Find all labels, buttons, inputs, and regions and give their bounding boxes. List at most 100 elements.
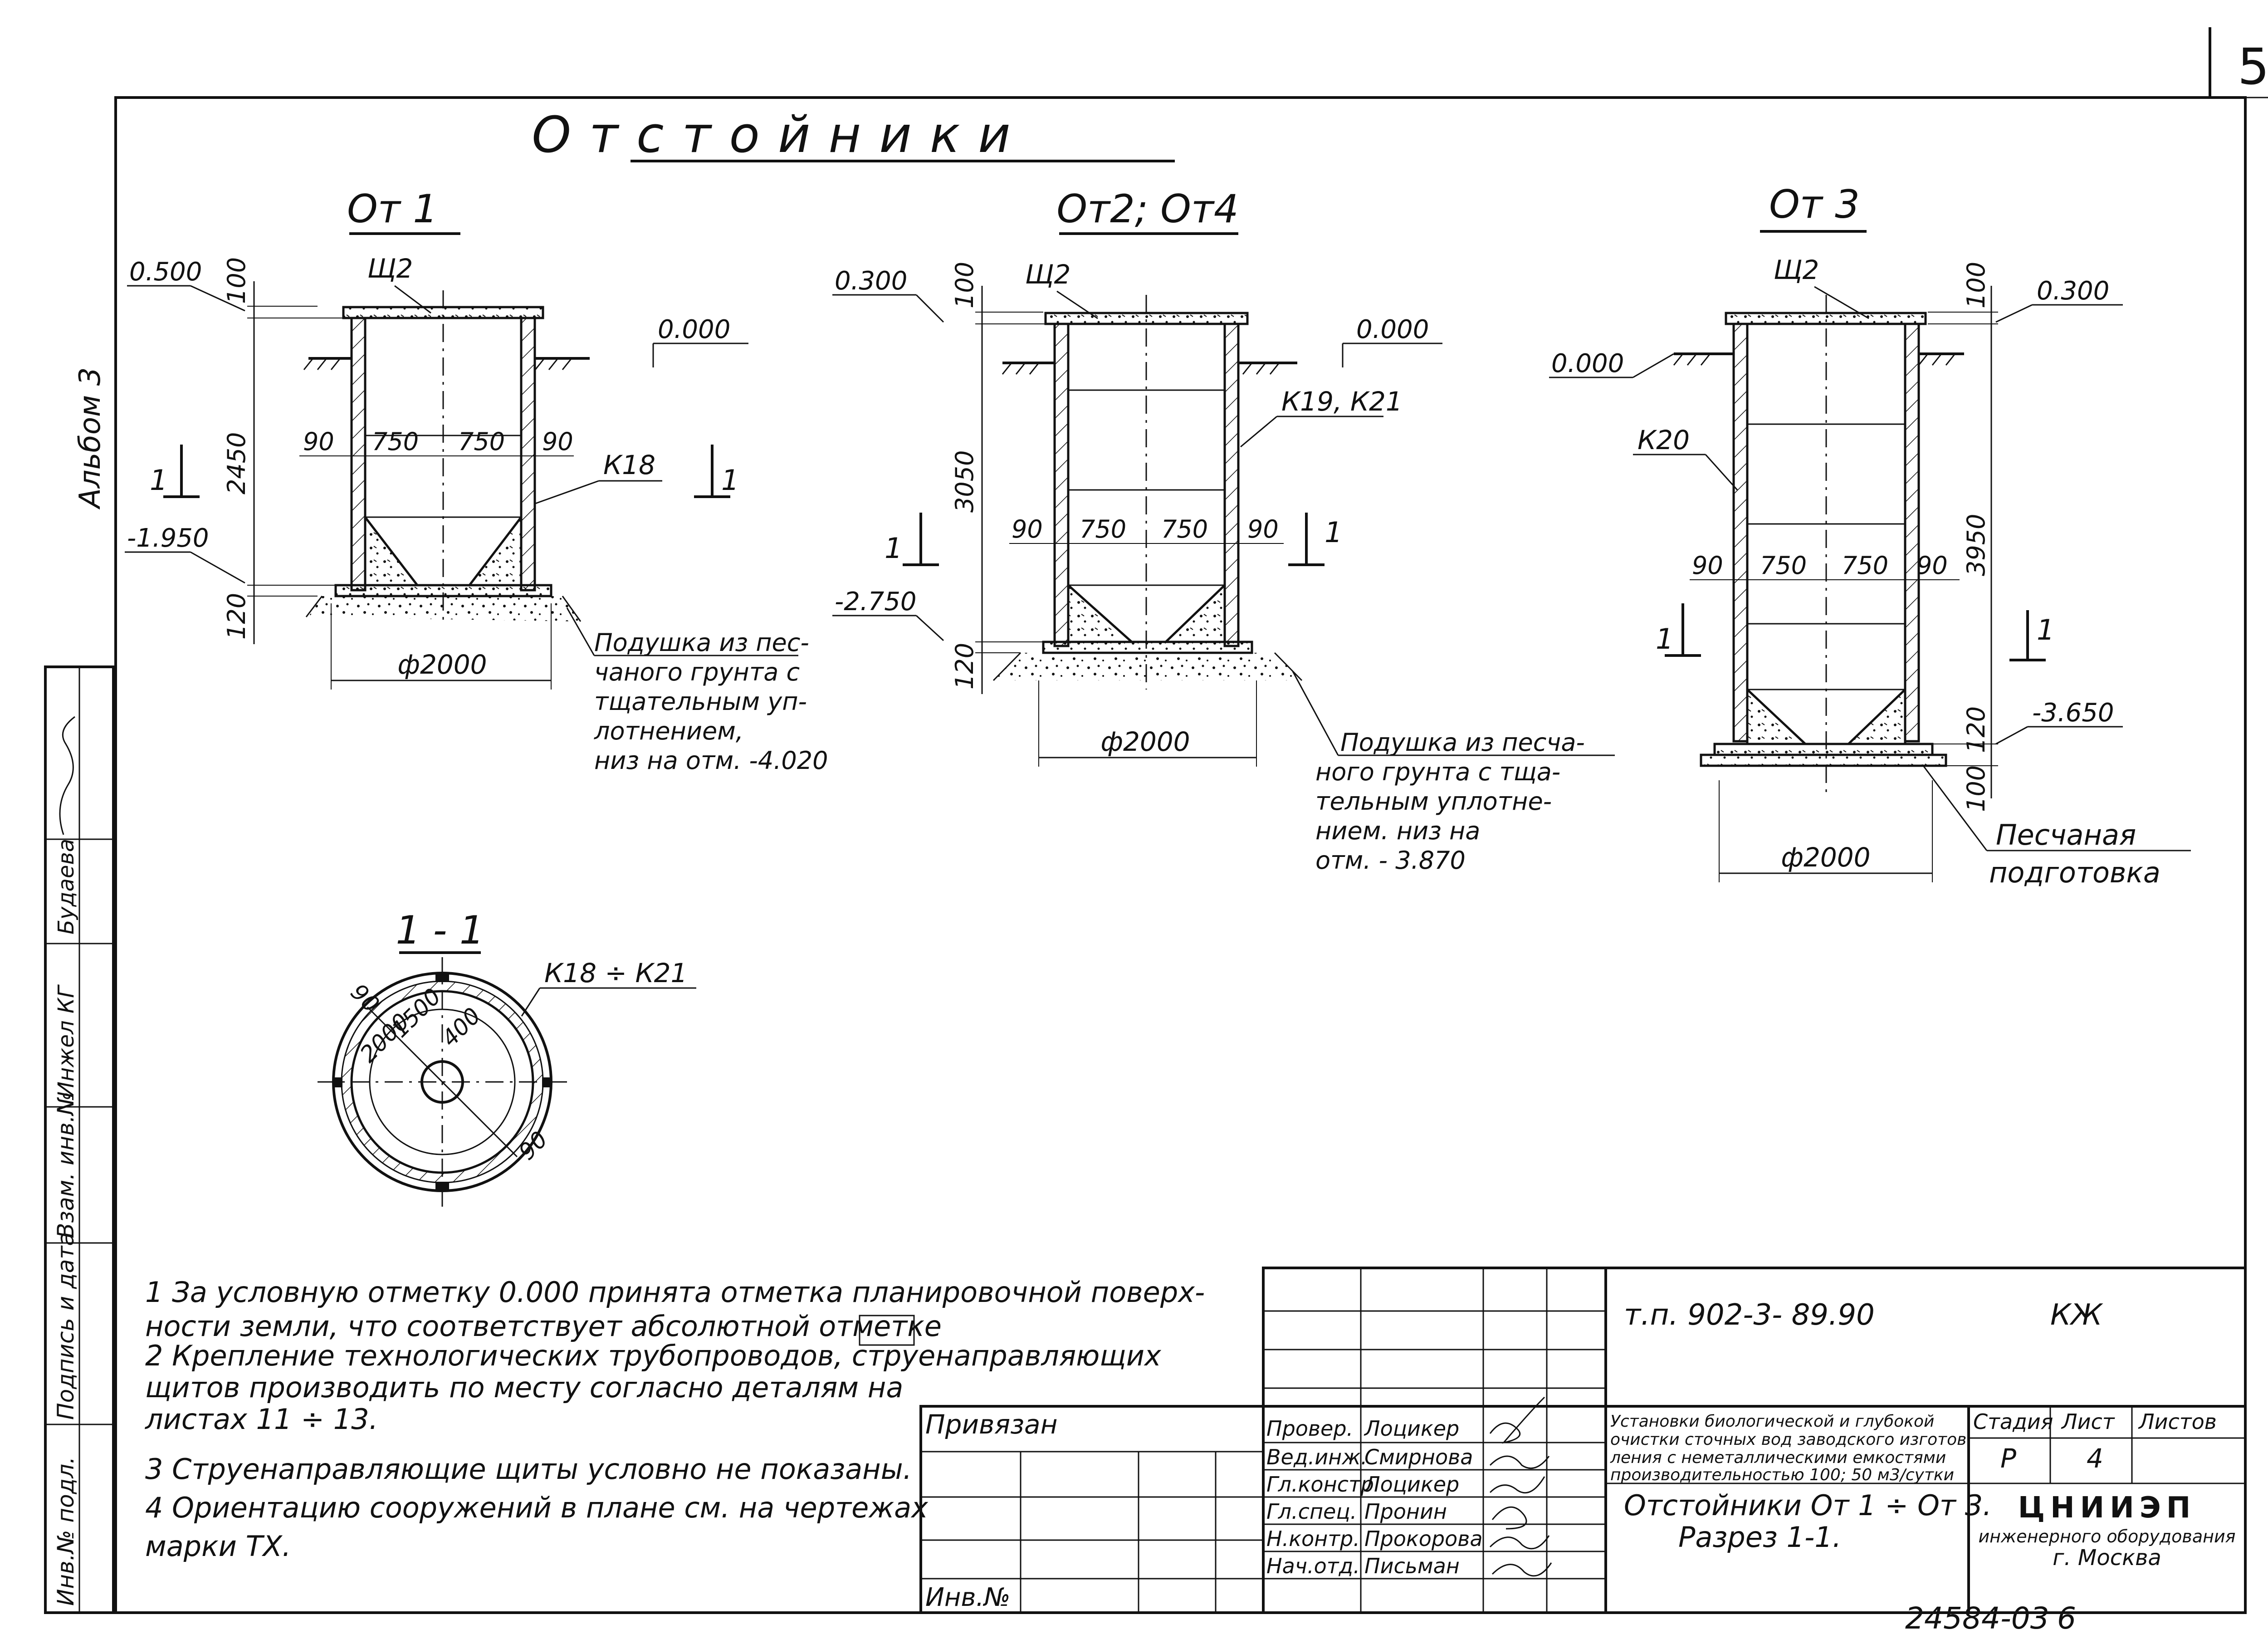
ot2-note-line-3: тельным уплотне-	[1315, 787, 1552, 816]
tb-bound-label: Привязан	[925, 1409, 1058, 1440]
ot2-ground-level: 0.000	[1356, 315, 1429, 344]
archive-sheet: 6	[2057, 1601, 2076, 1634]
tb-org-sub-1: инженерного оборудования	[1978, 1526, 2235, 1546]
ot3-wall-right	[1904, 323, 1920, 743]
ot3-shield-label: Щ2	[1774, 254, 1819, 285]
ot3-ring-mark: К20	[1637, 425, 1690, 455]
ot2-diameter: ф2000	[1100, 726, 1190, 757]
tb-desc-1: Установки биологической и глубокой	[1610, 1412, 1934, 1431]
tb-org-sub-2: г. Москва	[2053, 1545, 2161, 1570]
ot1-section-mark-r: 1	[721, 464, 739, 497]
signature-1	[1489, 1396, 1545, 1444]
ot3-dim-pad: 100	[1962, 765, 1990, 812]
ot1-top-level: 0.500	[129, 257, 202, 287]
tb-name-2: Смирнова	[1364, 1445, 1473, 1469]
tb-inv-label: Инв.№	[925, 1583, 1011, 1612]
tb-desc-3: ления с неметаллическими емкостями	[1610, 1448, 1946, 1467]
tb-stage-label: Стадия	[1973, 1409, 2053, 1434]
tb-project-code: т.п. 902-3- 89.90	[1624, 1298, 1875, 1332]
ot2-sand-cushion	[993, 653, 1302, 680]
section-cone-edge	[369, 1008, 516, 1155]
main-title: Отстойники	[532, 106, 1028, 164]
ot1-bottom-level: -1.950	[127, 523, 209, 553]
tb-name-3: Лоцикер	[1364, 1472, 1459, 1497]
note-line-4: щитов производить по месту согласно дета…	[145, 1371, 903, 1404]
stamp-label-inv: Инв.№ подл.	[53, 1457, 79, 1606]
archive-code: 24584-03	[1905, 1601, 2049, 1634]
ot3-diameter: ф2000	[1781, 842, 1870, 873]
ot2-dim-wall-l: 90	[1012, 515, 1043, 543]
ot2-section-mark-r: 1	[1325, 516, 1342, 549]
ot2-title: От2; От4	[1056, 186, 1238, 232]
ot1-note-line-2: чаного грунта с	[594, 658, 800, 686]
ot1-dim-top: 100	[222, 257, 251, 304]
ot2-note-line-4: нием. низ на	[1315, 817, 1480, 845]
note-line-3: 2 Крепление технологических трубопроводо…	[145, 1339, 1162, 1372]
ot2-dim-wall-r: 90	[1247, 515, 1279, 543]
ot1-base-slab	[334, 584, 552, 597]
ot1-wall-left	[350, 317, 367, 592]
signature-6	[1491, 1562, 1552, 1577]
ot3-dim-height: 3950	[1962, 514, 1990, 576]
tb-sheet-title-1: Отстойники От 1 ÷ От 3.	[1624, 1489, 1992, 1522]
ot2-dim-half-r: 750	[1161, 515, 1208, 543]
ot3-dim-top: 100	[1962, 262, 1990, 308]
ot2-dim-half-l: 750	[1080, 515, 1126, 543]
tb-role-4: Гл.спец.	[1266, 1499, 1357, 1524]
signature-5	[1489, 1535, 1550, 1550]
note-line-6: 3 Струенаправляющие щиты условно не пока…	[145, 1453, 912, 1486]
ot3-dim-half-r: 750	[1842, 551, 1888, 580]
ot3-note-line-2: подготовка	[1989, 856, 2160, 889]
ot3-base-slab	[1713, 743, 1934, 756]
ot2-note-line-1: Подушка из песча-	[1340, 728, 1585, 757]
ot1-note-line-1: Подушка из пес-	[594, 628, 809, 657]
note-line-7: 4 Ориентацию сооружений в плане см. на ч…	[145, 1491, 929, 1524]
ot1-dim-height: 2450	[222, 432, 251, 494]
ot2-wall-right	[1223, 323, 1240, 647]
ot3-section-mark-l: 1	[1656, 622, 1673, 656]
view-ot3: От 3 Щ2 0.300 0.000 -3.650 100 3950	[1549, 182, 2191, 889]
signature-2	[1489, 1455, 1550, 1469]
ot2-note: Подушка из песча- ного грунта с тща- тел…	[1315, 728, 1593, 875]
tb-role-3: Гл.констр	[1266, 1472, 1374, 1497]
section-title: 1 - 1	[396, 908, 484, 953]
ot1-ring-mark: К18	[603, 450, 655, 480]
tb-sheets-label: Листов	[2138, 1409, 2217, 1434]
title-block: Привязан Инв.№ Провер. Лоцикер Вед.инж. …	[919, 1267, 2247, 1614]
signature-budaeva	[59, 716, 75, 835]
tb-role-1: Провер.	[1266, 1416, 1353, 1441]
section-1-1: 1 - 1 90 2000 1500 400 90 К18 ÷ К21	[318, 908, 696, 1207]
ot3-dim-wall-r: 90	[1916, 551, 1948, 580]
ot3-shield-slab	[1725, 312, 1927, 325]
absolute-level-box	[859, 1315, 915, 1346]
ot3-note: Песчаная подготовка	[1989, 818, 2160, 889]
tb-name-5: Прокорова	[1364, 1526, 1483, 1551]
tb-role-5: Н.контр.	[1266, 1526, 1360, 1551]
ot1-diameter: ф2000	[397, 649, 487, 680]
ot2-section-mark-l: 1	[885, 532, 902, 565]
ot1-section-mark-l: 1	[150, 464, 167, 497]
ot1-wall-right	[520, 317, 536, 592]
tb-sheet-label: Лист	[2061, 1409, 2115, 1434]
ot3-section-mark-r: 1	[2037, 613, 2054, 646]
section-ring-marks: К18 ÷ К21	[544, 958, 687, 988]
tb-name-1: Лоцикер	[1364, 1416, 1459, 1441]
tb-name-4: Пронин	[1364, 1499, 1447, 1524]
stamp-label-replace: Взам. инв.№	[53, 1091, 79, 1238]
ot1-ground-level: 0.000	[658, 315, 730, 344]
ot2-shield-label: Щ2	[1025, 259, 1070, 290]
ot1-note-line-4: лотнением,	[594, 717, 743, 745]
note-line-1: 1 За условную отметку 0.000 принята отме…	[145, 1276, 1205, 1309]
ot3-bottom-level: -3.650	[2032, 698, 2114, 728]
view-ot2: От2; От4 Щ2 0.300 0.000 -2.750 100	[832, 186, 1615, 875]
tb-org: ЦНИИЭП	[2018, 1491, 2196, 1525]
album-label: Альбом 3	[73, 367, 107, 510]
tb-role-6: Нач.отд.	[1266, 1554, 1360, 1578]
ot2-bottom-level: -2.750	[835, 587, 917, 616]
ot1-shield-label: Щ2	[367, 253, 413, 284]
ot2-dim-base: 120	[950, 643, 979, 690]
ot1-title: От 1	[347, 186, 438, 232]
tb-sheet: 4	[2087, 1443, 2103, 1474]
